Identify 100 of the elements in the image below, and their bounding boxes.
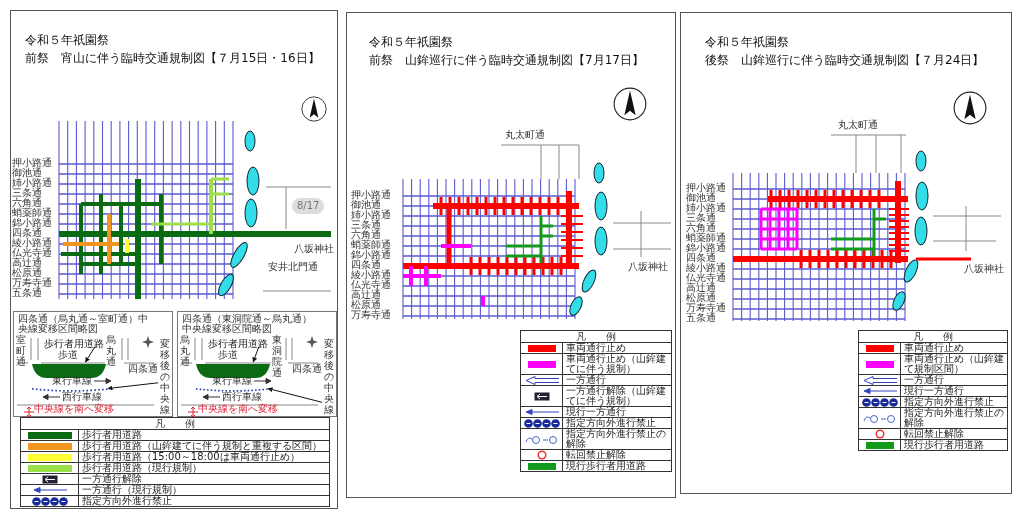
street-name: 姉小路通 [686,203,726,213]
inset-title: 四条通（烏丸通～室町通）中央線変移区間略図 [18,314,149,334]
center-line-dots [32,388,110,393]
street-name: 丸太町通 [505,130,545,140]
street-name: 押小路通 [686,183,726,193]
legend-text: 現行一方通行 [901,385,1007,396]
street-name: 六角通 [686,223,716,233]
street-name: 姉小路通 [351,210,391,220]
street-name: 烏丸通 [106,334,116,367]
street-name: 錦小路通 [351,250,391,260]
inset-title: 四条通（東洞院通～烏丸通）中央線変移区間略図 [182,314,313,334]
street-name: 四条通 [292,364,322,374]
street-name: 六角通 [351,230,381,240]
street-name: 高辻通 [12,258,42,268]
street-name: 三条通 [351,220,381,230]
legend-text: 歩行者用道路（山鉾建てに伴う規制と重複する区間） [79,440,329,451]
legend-text: 指定方向外進行禁止の解除 [563,428,671,449]
pedestrian-zone-shape [32,364,106,378]
street-name: 安井北門通 [268,262,318,272]
leader-arrow [107,382,159,391]
legend-heading: 凡例 [575,331,637,342]
legend-text: 指定方向外進行禁止の解除 [901,407,1007,428]
map-panel [346,12,676,498]
legend-text: 一方通行解除（山鉾建てに伴う規制） [563,385,671,406]
street-name: 蛸薬師通 [12,208,52,218]
legend-heading: 凡例 [912,331,974,342]
legend-text: 一方通行 [901,374,1007,385]
legend-text: 車両通行止め [901,342,1007,353]
street-name: 松原通 [686,293,716,303]
street-name: 室町通 [16,334,26,367]
lane-label: 東行車線 [52,376,92,386]
street-name: 五条通 [12,288,42,298]
legend-text: 指定方向外進行禁止 [563,417,671,428]
sidewalk-label: 歩道 [58,350,78,360]
panel-subtitle: 後祭 山鉾巡行に伴う臨時交通規制図【７月24日】 [705,53,985,68]
sidewalk-label: 歩道 [218,350,238,360]
street-name: 三条通 [686,213,716,223]
street-name: 押小路通 [351,190,391,200]
street-name: 蛸薬師通 [351,240,391,250]
street-name: 仏光寺通 [351,280,391,290]
street-name: 三条通 [12,188,42,198]
street-name: 御池通 [351,200,381,210]
legend-text: 歩行者用道路 [79,429,329,440]
street-name: 錦小路通 [12,218,52,228]
street-name: 綾小路通 [351,270,391,280]
legend-text: 指定方向外進行禁止 [901,396,1007,407]
legend-text: 一方通行 [563,374,671,385]
map-panel [680,12,1012,494]
lane-label: 西行車線 [222,392,262,402]
street-name: 蛸薬師通 [686,233,726,243]
leader-arrow [267,387,323,403]
inset-map-box [13,311,173,417]
street-name: 高辻通 [686,283,716,293]
inset-map-box [177,311,337,417]
street-name: 烏丸通 [180,334,190,367]
callout-text: 歩行者用道路 [208,338,270,349]
street-name: 高辻通 [351,290,381,300]
lane-label: 西行車線 [62,392,102,402]
street-name: 東洞院通 [272,334,282,378]
date-tag: 8/17 [292,198,325,214]
street-name: 押小路通 [12,158,52,168]
street-name: 四条通 [351,260,381,270]
legend-text: 指定方向外進行禁止 [79,495,329,506]
street-name: 仏光寺通 [686,273,726,283]
street-name: 四条通 [12,228,42,238]
legend-text: 車両通行止め [563,342,671,353]
panel-title: 令和５年祇園祭 [25,33,109,48]
street-name: 綾小路通 [686,263,726,273]
legend-text: 一方通行（現行規制） [79,484,329,495]
legend-text: 転回禁止解除 [901,428,1007,439]
callout-text: 変移後の中央線 [160,338,170,415]
leader-arrow [252,346,260,363]
legend-text: 車両通行止め（山鉾建て規制区間） [901,353,1007,374]
street-name: 六角通 [12,198,42,208]
leader-arrow [85,346,96,363]
place-name: 八坂神社 [294,244,334,254]
street-name: 仏光寺通 [12,248,52,258]
note-text: 中央線を南へ変移 [34,404,114,414]
street-name: 綾小路通 [12,238,52,248]
callout-text: 歩行者用道路 [44,338,106,349]
street-name: 丸太町通 [838,120,878,130]
callout-text: 変移後の中央線 [324,338,334,415]
panel-title: 令和５年祇園祭 [705,35,789,50]
center-line-dots [196,388,270,393]
street-name: 松原通 [12,268,42,278]
place-name: 八坂神社 [964,264,1004,274]
pedestrian-zone-shape [196,364,270,378]
street-name: 御池通 [686,193,716,203]
street-name: 御池通 [12,168,42,178]
legend-text: 現行一方通行 [563,406,671,417]
legend-text: 歩行者用道路（現行規制） [79,462,329,473]
legend-heading: 凡例 [154,418,216,429]
panel-subtitle: 前祭 宵山に伴う臨時交通規制図【７月15日・16日】 [25,51,320,66]
panel-subtitle: 前祭 山鉾巡行に伴う臨時交通規制図【7月17日】 [369,53,644,68]
street-name: 松原通 [351,300,381,310]
street-name: 四条通 [128,364,158,374]
note-text: 中央線を南へ変移 [198,404,278,414]
legend-text: 転回禁止解除 [563,449,671,460]
street-name: 万寿寺通 [12,278,52,288]
street-name: 四条通 [686,253,716,263]
